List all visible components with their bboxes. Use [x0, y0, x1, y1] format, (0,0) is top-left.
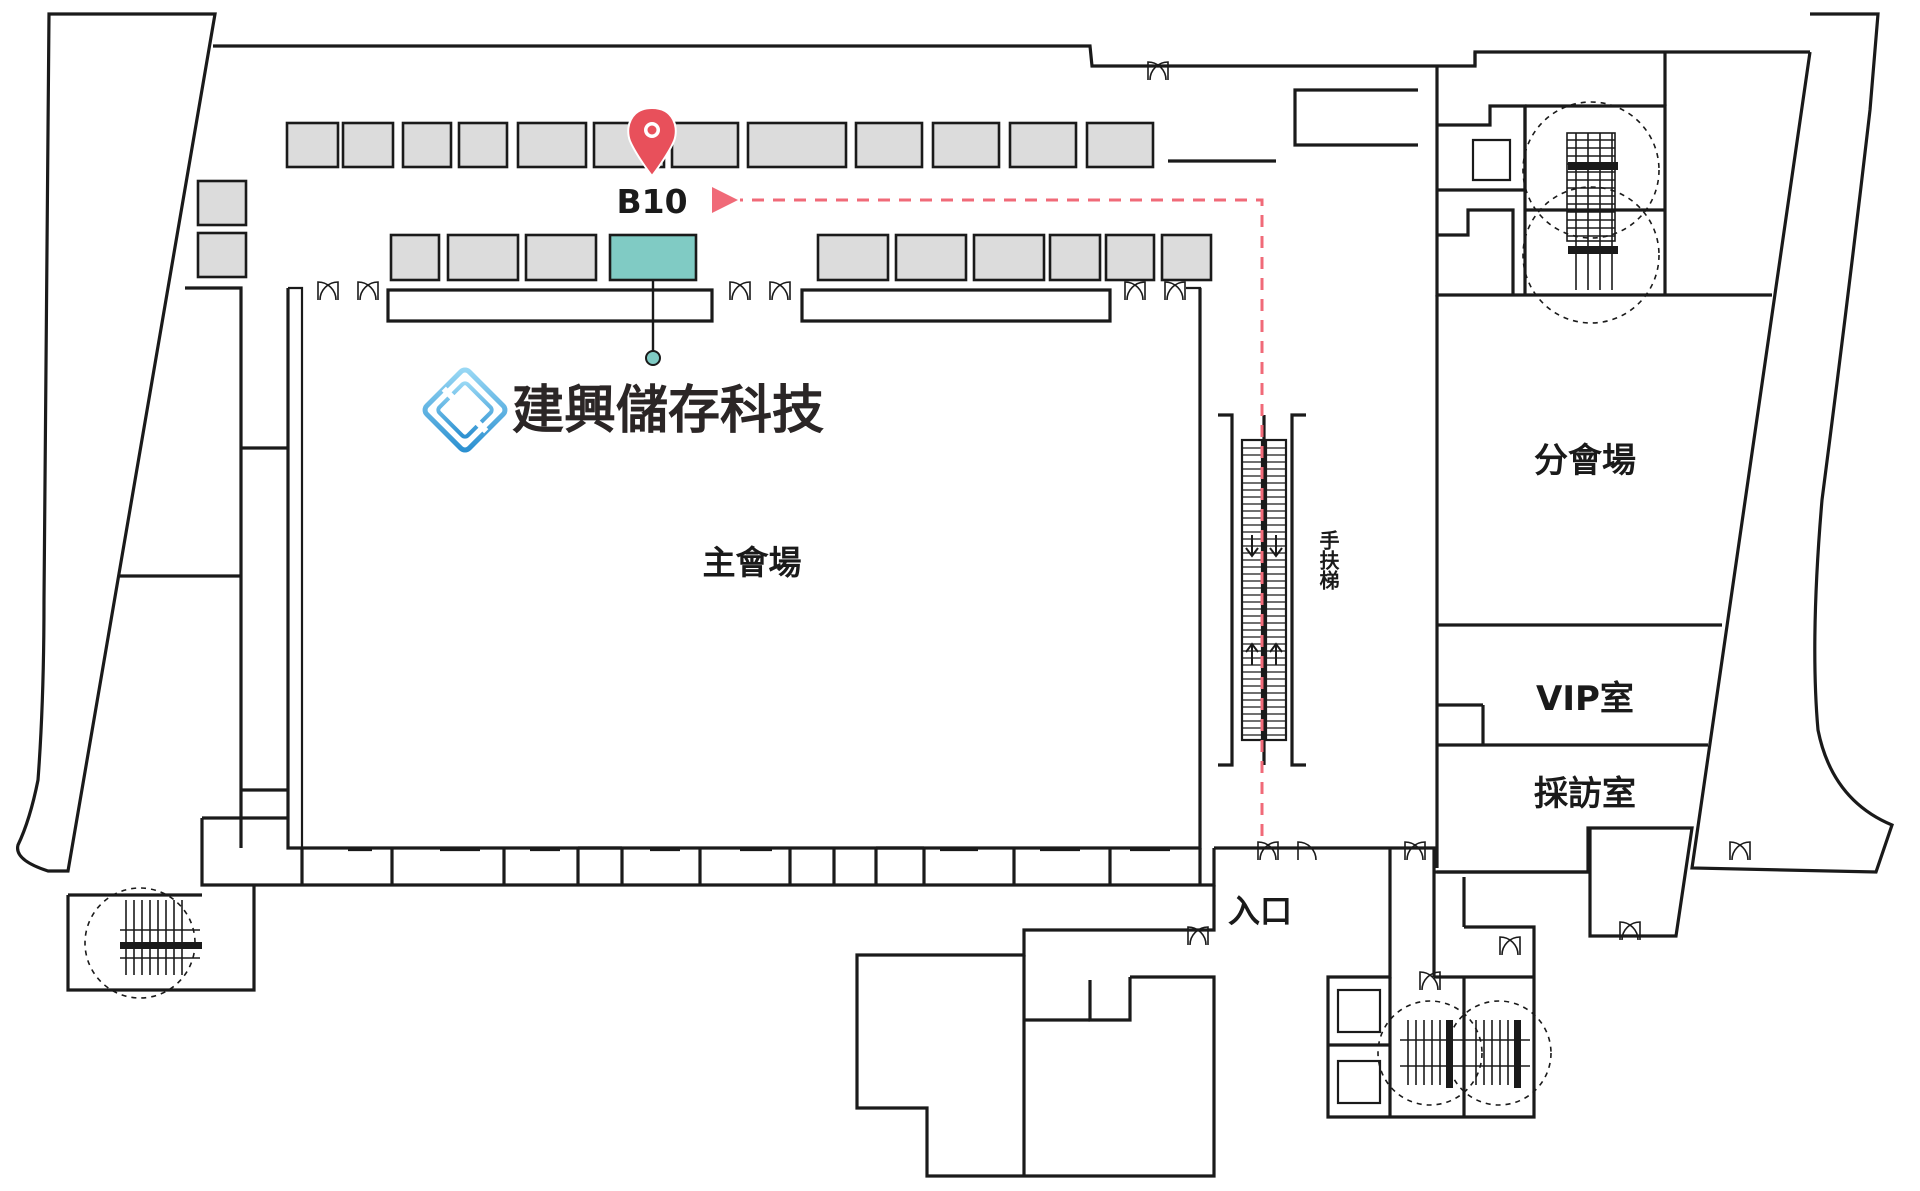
vip-room-label: VIP室	[1536, 679, 1634, 719]
booth[interactable]	[446, 233, 520, 282]
staircase-bottom-right	[1377, 1000, 1552, 1106]
door-swing	[1124, 281, 1144, 301]
right-rooms	[1435, 52, 1772, 874]
door-swing	[729, 281, 749, 301]
booth[interactable]	[1160, 233, 1213, 282]
company-logo-icon	[422, 367, 508, 453]
interview-room-label: 採訪室	[1534, 774, 1636, 814]
route-path	[712, 187, 1264, 836]
building-outline	[16, 12, 1894, 1178]
escalator	[1218, 413, 1306, 767]
escalator-label: 手扶梯	[1316, 529, 1340, 591]
door-swing	[731, 281, 751, 301]
booth[interactable]	[746, 121, 848, 169]
booth[interactable]	[196, 231, 248, 279]
sub-hall-label: 分會場	[1534, 441, 1636, 481]
booth[interactable]	[972, 233, 1046, 282]
staircase-bottom-left	[84, 887, 202, 999]
door-swing	[1126, 281, 1146, 301]
escalator-arrow-icon	[1245, 535, 1283, 665]
booth-b10[interactable]	[608, 233, 698, 282]
door-swings	[317, 61, 1751, 991]
door-swing	[357, 281, 377, 301]
location-pin-icon	[627, 106, 677, 178]
door-swing	[1501, 936, 1521, 956]
door-swing	[1421, 971, 1441, 991]
route-arrow-icon	[712, 187, 738, 213]
booth-code-label: B10	[616, 182, 687, 221]
booth[interactable]	[457, 121, 509, 169]
booth[interactable]	[816, 233, 890, 282]
booth[interactable]	[1008, 121, 1078, 169]
door-swing	[1187, 926, 1207, 946]
booth[interactable]	[285, 121, 340, 169]
booth[interactable]	[389, 233, 441, 282]
booth[interactable]	[670, 121, 740, 169]
door-swing	[1257, 841, 1277, 861]
door-swing	[1189, 926, 1209, 946]
booth[interactable]	[894, 233, 968, 282]
entrance-label: 入口	[1228, 892, 1292, 930]
counter	[1168, 88, 1418, 163]
booth-connector	[645, 281, 661, 366]
booth[interactable]	[1085, 121, 1155, 169]
booth[interactable]	[1104, 233, 1156, 282]
booths-row-top	[196, 121, 1155, 279]
booth[interactable]	[854, 121, 924, 169]
booth[interactable]	[1048, 233, 1102, 282]
door-swing	[1149, 61, 1169, 81]
door-swing	[1729, 841, 1749, 861]
door-swing	[1166, 281, 1186, 301]
door-swing	[1404, 841, 1424, 861]
company-name: 建興儲存科技	[512, 381, 824, 441]
door-swing	[1619, 921, 1639, 941]
staircase-top-right	[1522, 101, 1660, 324]
door-swing	[1621, 921, 1641, 941]
main-hall-structure	[286, 286, 1202, 885]
booth[interactable]	[401, 121, 453, 169]
door-swing	[1164, 281, 1184, 301]
main-hall-label: 主會場	[703, 543, 802, 582]
booth[interactable]	[341, 121, 395, 169]
door-swing	[1297, 841, 1317, 861]
door-swing	[771, 281, 791, 301]
elevators	[1336, 988, 1382, 1105]
door-swing	[1499, 936, 1519, 956]
booth[interactable]	[931, 121, 1001, 169]
door-swing	[1419, 971, 1439, 991]
door-swing	[769, 281, 789, 301]
booth[interactable]	[516, 121, 588, 169]
door-swing	[1731, 841, 1751, 861]
door-swing	[359, 281, 379, 301]
door-swing	[1406, 841, 1426, 861]
door-swing	[1147, 61, 1167, 81]
door-swing	[317, 281, 337, 301]
booth[interactable]	[196, 179, 248, 227]
door-swing	[1259, 841, 1279, 861]
booth[interactable]	[524, 233, 598, 282]
door-swing	[319, 281, 339, 301]
booths-row-bottom	[389, 233, 1213, 282]
